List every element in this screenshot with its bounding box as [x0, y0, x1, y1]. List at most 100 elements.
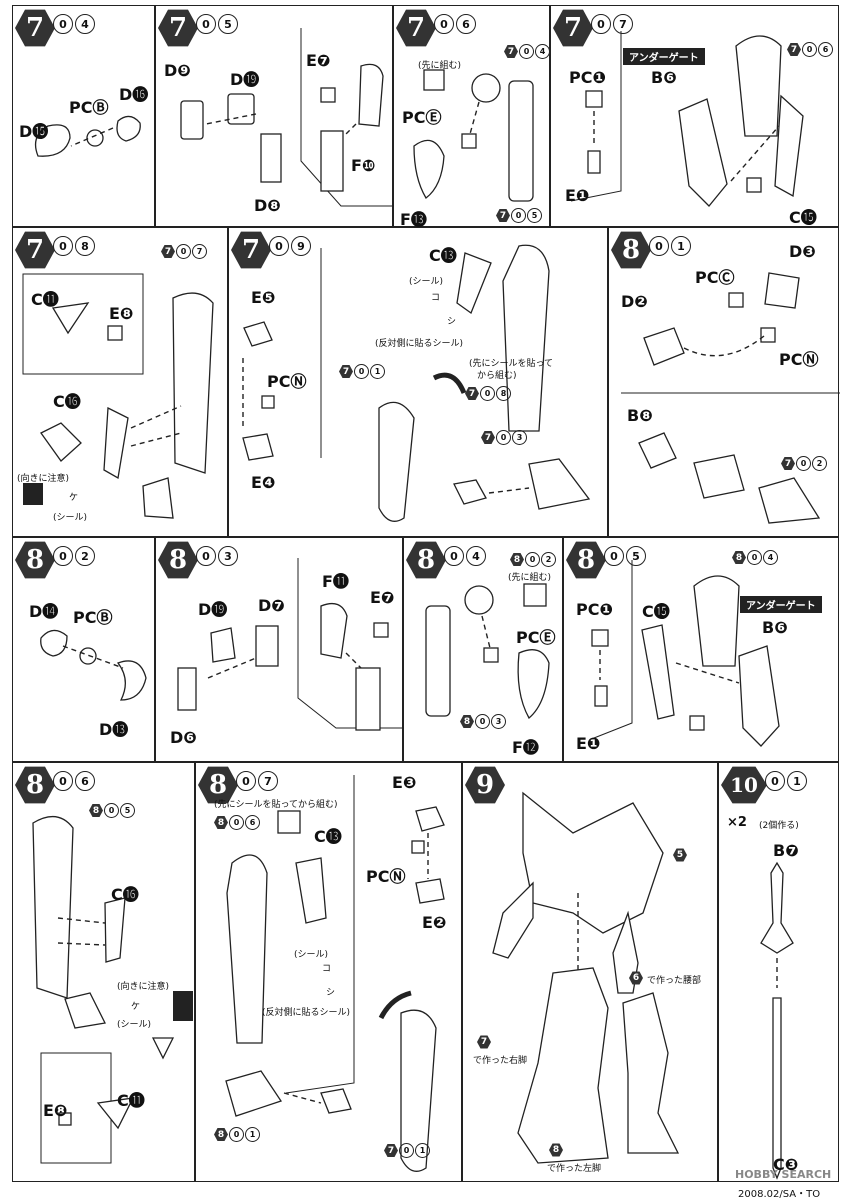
step-number: 8	[611, 231, 651, 269]
label-d8: D❽	[254, 196, 281, 215]
part-illustration	[180, 28, 394, 207]
label-f11: F⓫	[322, 572, 349, 591]
label-pcb: PCⒷ	[69, 98, 109, 117]
part-illustration	[32, 816, 193, 1164]
sticker-label: (シール)	[294, 950, 329, 960]
label-c16: C⓰	[111, 885, 139, 904]
label-b7: B❼	[773, 841, 799, 860]
label-d9: D❾	[164, 61, 191, 80]
sticker-label: (シール)	[409, 277, 444, 287]
step-number: 7	[15, 9, 55, 47]
label-e5: E❺	[251, 288, 276, 307]
note-sticker-first: (先にシールを貼って	[469, 359, 554, 369]
label-b6: B❻	[651, 68, 677, 87]
label-pci: PC❶	[569, 68, 607, 87]
label-b6: B❻	[762, 618, 788, 637]
label-d19: D⓳	[198, 600, 228, 619]
label-e1: E❶	[565, 186, 590, 205]
label-left-leg: で作った左脚	[547, 1164, 602, 1174]
sticker-shi: シ	[326, 988, 336, 998]
label-d14: D⓮	[29, 602, 59, 621]
label-c13: C⓭	[429, 246, 457, 265]
step-number: 8	[158, 541, 198, 579]
watermark: HOBBY SEARCH	[735, 1168, 832, 1181]
step-number: 7	[15, 231, 55, 269]
step-number: 8	[15, 541, 55, 579]
step-number: 10	[721, 766, 767, 804]
label-pce: PCⒺ	[516, 628, 556, 647]
part-illustration	[225, 775, 445, 1172]
ref-8: 8	[549, 1143, 563, 1157]
step-number: 7	[158, 9, 198, 47]
label-c15: C⓯	[789, 208, 817, 227]
ref-5: 5	[673, 848, 687, 862]
label-pcb: PCⒷ	[73, 608, 113, 627]
label-e4: E❹	[251, 473, 276, 492]
part-illustration	[591, 560, 780, 747]
part-illustration	[242, 244, 591, 522]
label-c13: C⓭	[314, 827, 342, 846]
part-illustration	[177, 558, 404, 731]
label-pci: PC❶	[576, 600, 614, 619]
footer-date: 2008.02/SA・TO	[738, 1189, 821, 1200]
sticker-label: (シール)	[53, 513, 88, 523]
label-right-leg: で作った右脚	[473, 1056, 528, 1066]
label-pce: PCⒺ	[402, 108, 442, 127]
label-c11: C⓫	[117, 1091, 145, 1110]
label-c15: C⓯	[642, 602, 670, 621]
label-f12: F⓬	[512, 738, 539, 757]
ref-7: 7	[477, 1035, 491, 1049]
part-illustration	[40, 629, 147, 701]
label-e7: E❼	[306, 51, 331, 70]
step-number: 8	[198, 766, 238, 804]
under-gate-tag: アンダーゲート	[623, 48, 705, 65]
label-d2: D❷	[621, 292, 648, 311]
label-d19: D⓳	[230, 70, 260, 89]
label-c16: C⓰	[53, 392, 81, 411]
note-sticker-first-2: から組む)	[477, 371, 517, 381]
part-illustration	[34, 115, 141, 157]
note-make-two: (2個作る)	[759, 821, 799, 831]
part-illustration	[570, 31, 804, 207]
label-e1: E❶	[576, 734, 601, 753]
label-d7: D❼	[258, 596, 285, 615]
label-d15: D⓯	[19, 122, 49, 141]
label-pcn: PCⓃ	[779, 350, 819, 369]
part-illustration	[425, 583, 550, 720]
